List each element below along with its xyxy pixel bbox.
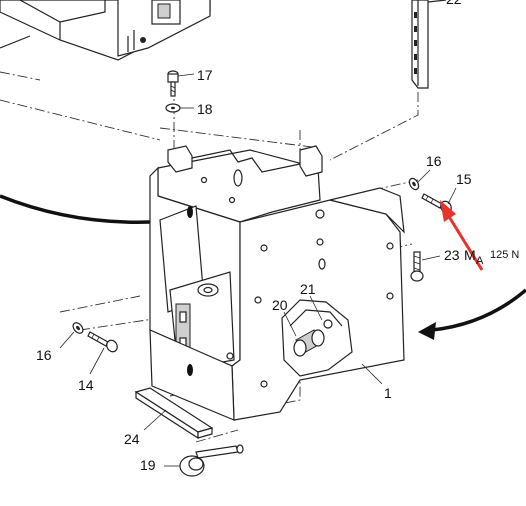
torque-subscript: A xyxy=(476,255,484,267)
leader-lines xyxy=(59,73,457,467)
callout-19: 19 xyxy=(140,457,156,473)
callout-23: 23 xyxy=(444,247,460,263)
callout-18: 18 xyxy=(197,101,213,117)
callout-17: 17 xyxy=(197,67,213,83)
washer-part-16-left xyxy=(72,322,84,334)
callout-24: 24 xyxy=(124,431,140,447)
left-curved-arrow xyxy=(0,194,151,224)
torque-symbol: M xyxy=(464,247,476,263)
callout-labels: 22 17 18 16 15 23 21 20 16 14 1 24 19 xyxy=(36,0,472,473)
right-curved-arrow xyxy=(418,288,526,340)
pin-part-19 xyxy=(179,444,244,477)
callout-1: 1 xyxy=(384,385,392,401)
torque-value: 125 N xyxy=(490,249,519,261)
callout-16-right: 16 xyxy=(426,153,442,169)
callout-22: 22 xyxy=(446,0,462,7)
washer-part-16-right xyxy=(408,177,420,191)
screw-part-23 xyxy=(410,251,424,282)
washer-part-18 xyxy=(165,103,181,113)
bracket-part-1 xyxy=(149,145,405,421)
callout-16-left: 16 xyxy=(36,347,52,363)
callout-20: 20 xyxy=(272,297,288,313)
upper-frame-assembly xyxy=(0,0,211,61)
torque-annotation: M A 125 N xyxy=(464,247,519,267)
callout-15: 15 xyxy=(456,171,472,187)
rail-part-22 xyxy=(411,0,447,89)
callout-21: 21 xyxy=(300,281,316,297)
bolt-part-17 xyxy=(167,70,179,97)
callout-14: 14 xyxy=(78,377,94,393)
screw-part-14 xyxy=(87,331,118,353)
bar-part-24 xyxy=(134,387,214,440)
highlight-arrow xyxy=(440,200,484,271)
